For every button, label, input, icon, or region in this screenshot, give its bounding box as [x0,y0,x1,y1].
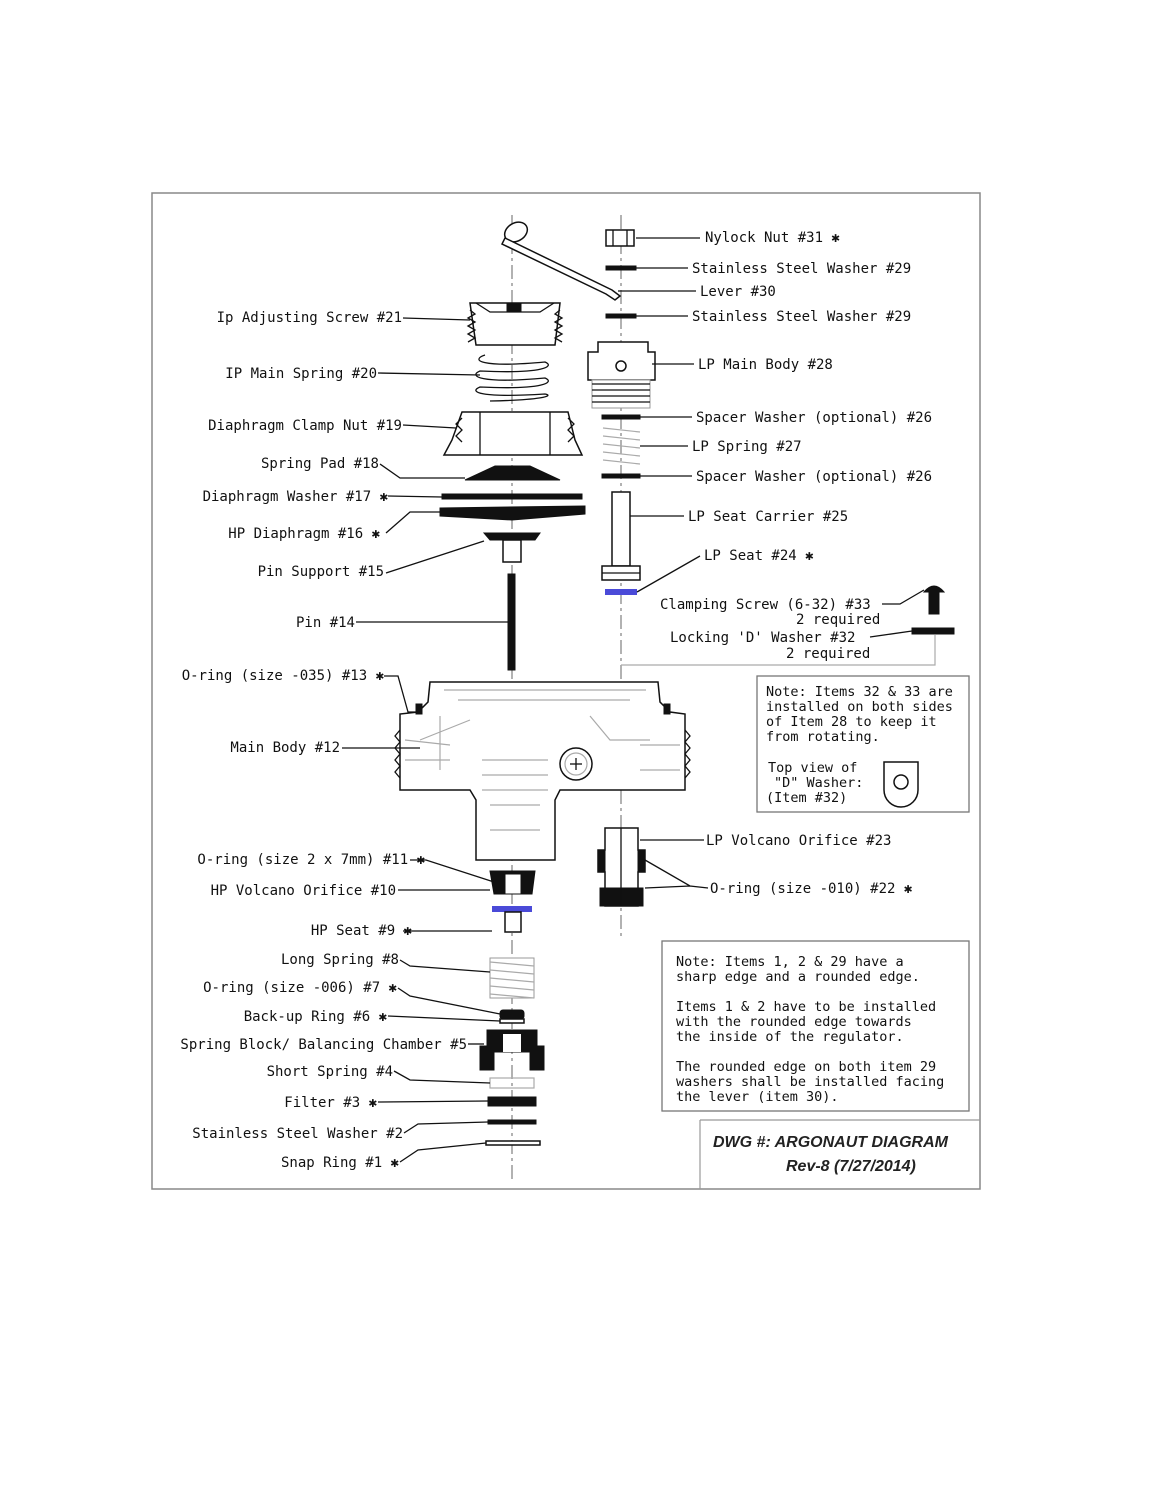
label-lp-seat-carrier: LP Seat Carrier #25 [688,509,848,525]
long-spring-part [489,957,535,999]
label-spring-pad: Spring Pad #18 [261,456,379,472]
ss-washer-29-bottom-part [605,313,637,319]
spring-pad-part [464,465,561,481]
label-snap-ring: Snap Ring #1 ✱ [281,1155,400,1171]
pin-support-part [482,532,541,563]
label-diaphragm-clamp-nut: Diaphragm Clamp Nut #19 [208,418,402,434]
lp-seat-part [605,589,637,595]
label-ss-washer-29-bottom: Stainless Steel Washer #29 [692,309,911,325]
ip-adjusting-screw-part [466,302,564,346]
hp-diaphragm-part [439,505,586,521]
label-ss-washer-2: Stainless Steel Washer #2 [192,1126,403,1142]
label-hp-diaphragm: HP Diaphragm #16 ✱ [228,526,380,542]
note2-line-8: The rounded edge on both item 29 [676,1059,936,1075]
label-spring-block: Spring Block/ Balancing Chamber #5 [180,1037,467,1053]
back-up-ring-part [499,1018,525,1024]
label-o-ring-22: O-ring (size -010) #22 ✱ [710,881,913,897]
hp-volcano-orifice-part [489,870,536,895]
label-diaphragm-washer: Diaphragm Washer #17 ✱ [203,489,389,505]
ss-washer-2-part [487,1119,537,1125]
label-lp-seat: LP Seat #24 ✱ [704,548,814,564]
label-hp-volcano-orifice: HP Volcano Orifice #10 [211,883,396,899]
label-lever: Lever #30 [700,284,776,300]
dwg-revision: Rev-8 (7/27/2014) [786,1158,916,1175]
lever-part [500,221,622,301]
label-lp-volcano-orifice: LP Volcano Orifice #23 [706,833,891,849]
label-o-ring-11: O-ring (size 2 x 7mm) #11 ✱ [197,852,425,868]
note1-topview-2: "D" Washer: [774,775,863,791]
note-box-edges: Note: Items 1, 2 & 29 have a sharp edge … [661,940,970,1112]
label-ip-main-spring: IP Main Spring #20 [225,366,377,382]
diaphragm-clamp-nut-part [442,411,584,456]
diaphragm-washer-part [441,493,583,500]
lp-spring-part [602,427,641,465]
hp-seat-part [492,906,532,933]
label-filter: Filter #3 ✱ [284,1095,377,1111]
dwg-number: DWG #: ARGONAUT DIAGRAM [713,1134,949,1151]
nylock-nut-part [605,229,635,247]
filter-part [487,1096,537,1107]
label-ip-adjusting-screw: Ip Adjusting Screw #21 [217,310,402,326]
label-short-spring: Short Spring #4 [267,1064,393,1080]
label-o-ring-7: O-ring (size -006) #7 ✱ [203,980,397,996]
label-clamping-screw-qty: 2 required [796,612,880,628]
label-spacer-washer-bottom: Spacer Washer (optional) #26 [696,469,932,485]
label-locking-d-washer-qty: 2 required [786,646,870,662]
label-back-up-ring: Back-up Ring #6 ✱ [244,1009,388,1025]
note1-topview-3: (Item #32) [766,790,847,806]
pin-part [507,573,516,671]
label-hp-seat: HP Seat #9 ✱ [311,923,413,939]
note-box-d-washer: Note: Items 32 & 33 are installed on bot… [756,675,970,813]
label-lp-spring: LP Spring #27 [692,439,802,455]
lp-main-body-part [587,341,656,409]
note1-line-4: from rotating. [766,729,880,745]
spacer-washer-26-top-part [601,414,641,420]
ss-washer-29-top-part [605,265,637,271]
label-spacer-washer-top: Spacer Washer (optional) #26 [696,410,932,426]
note2-line-4: Items 1 & 2 have to be installed [676,999,936,1015]
snap-ring-part [485,1140,541,1146]
label-main-body: Main Body #12 [230,740,340,756]
label-clamping-screw: Clamping Screw (6-32) #33 [660,597,871,613]
spring-block-bore [503,1034,521,1052]
label-long-spring: Long Spring #8 [281,952,399,968]
o-ring-7-part [499,1009,525,1020]
lp-offset-line [621,635,936,666]
note1-line-2: installed on both sides [766,699,953,715]
note1-topview-1: Top view of [768,760,857,776]
note2-line-6: the inside of the regulator. [676,1029,904,1045]
main-body-part [394,681,691,861]
clamping-screw-part [922,585,946,615]
label-pin: Pin #14 [296,615,355,631]
label-nylock-nut: Nylock Nut #31 ✱ [705,230,840,246]
title-block: DWG #: ARGONAUT DIAGRAM Rev-8 (7/27/2014… [699,1119,980,1189]
lp-volcano-orifice-part [597,827,646,907]
locking-d-washer-part [911,627,955,635]
note2-line-1: Note: Items 1, 2 & 29 have a [676,954,904,970]
label-ss-washer-29-top: Stainless Steel Washer #29 [692,261,911,277]
note2-line-10: the lever (item 30). [676,1089,839,1105]
label-pin-support: Pin Support #15 [258,564,384,580]
label-locking-d-washer: Locking 'D' Washer #32 [670,630,855,646]
label-o-ring-13: O-ring (size -035) #13 ✱ [182,668,385,684]
ip-main-spring-part [475,354,549,402]
note1-line-1: Note: Items 32 & 33 are [766,684,953,700]
note2-line-9: washers shall be installed facing [676,1074,944,1090]
leader-lines [342,237,925,1163]
note2-line-2: sharp edge and a rounded edge. [676,969,920,985]
lp-seat-carrier-part [601,491,641,581]
spacer-washer-26-bottom-part [601,473,641,479]
note2-line-5: with the rounded edge towards [676,1014,912,1030]
note1-line-3: of Item 28 to keep it [766,714,937,730]
label-lp-main-body: LP Main Body #28 [698,357,833,373]
